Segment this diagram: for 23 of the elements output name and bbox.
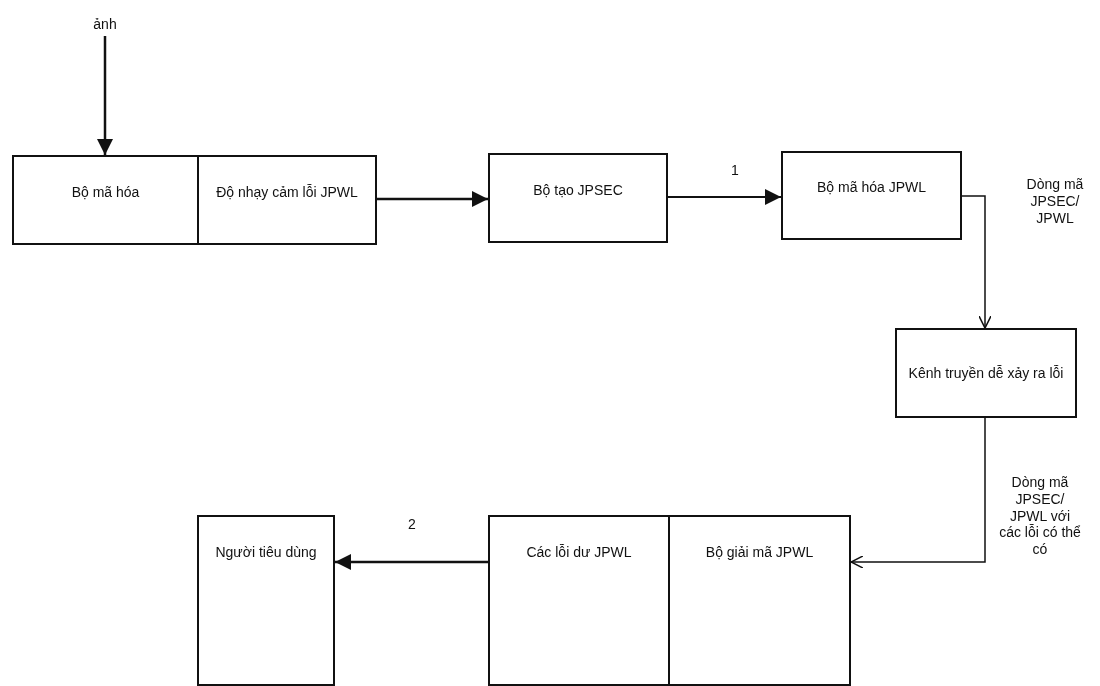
arrow (850, 417, 986, 569)
arrow (667, 189, 782, 205)
process-box (488, 153, 668, 243)
box-label: Độ nhạy cảm lỗi JPWL (215, 183, 359, 201)
process-box (197, 515, 335, 686)
process-box (197, 155, 377, 245)
arrow (961, 195, 992, 329)
process-box (781, 151, 962, 240)
arrow (377, 191, 488, 207)
box-label: Các lỗi dư JPWL (525, 544, 633, 561)
input-label: ảnh (80, 12, 130, 36)
arrow (335, 554, 488, 570)
box-label: Bộ tạo JPSEC (532, 181, 624, 199)
box-label: Bộ giải mã JPWL (704, 544, 815, 561)
box-label: Bộ mã hóa (70, 183, 141, 201)
process-box (488, 515, 670, 686)
process-box (895, 328, 1077, 418)
box-label: Bộ mã hóa JPWL (816, 179, 927, 196)
arrow (97, 36, 113, 155)
box-label: Người tiêu dùng (214, 544, 318, 561)
box-label: Kênh truyền dễ xảy ra lỗi (907, 364, 1065, 382)
process-box (668, 515, 851, 686)
process-box (12, 155, 199, 245)
